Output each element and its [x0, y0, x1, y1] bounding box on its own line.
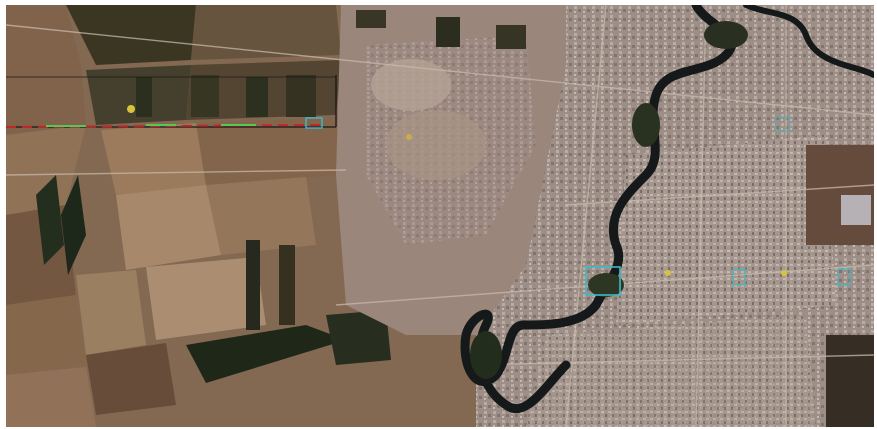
satellite-map[interactable]: [6, 5, 874, 427]
imagery-texture: [6, 5, 874, 427]
